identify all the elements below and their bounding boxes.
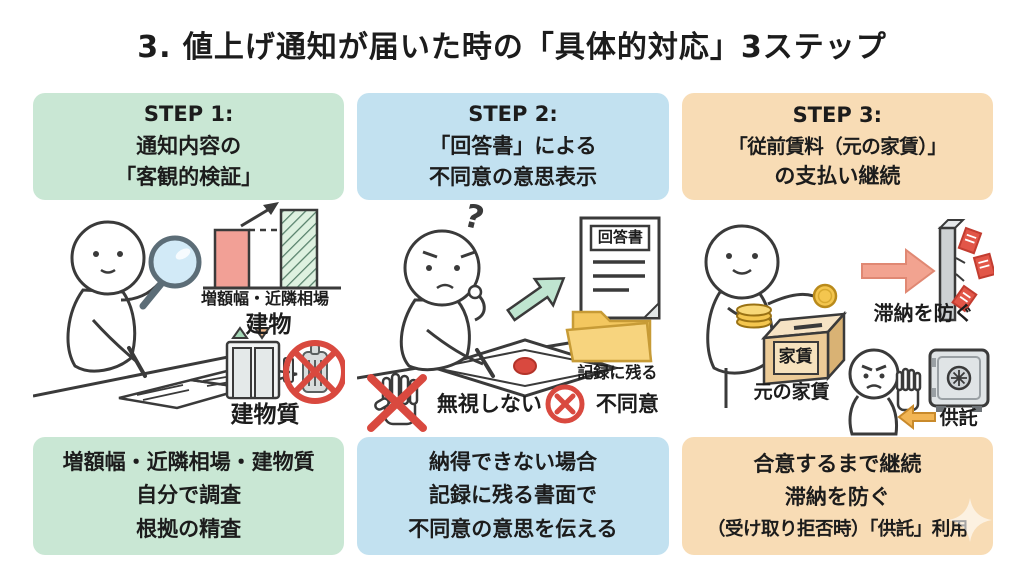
step-1-header: STEP 1: 通知内容の 「客観的検証」 bbox=[33, 93, 345, 200]
wax-seal-icon bbox=[513, 357, 538, 375]
record-label: 記録に残る bbox=[577, 363, 658, 382]
step-3-header: STEP 3: 「従前賃料（元の家賃）」 の支払い継続 bbox=[681, 93, 993, 200]
step-2-art bbox=[357, 216, 661, 432]
prohibition-icon bbox=[283, 340, 345, 404]
rent-box-icon bbox=[760, 310, 847, 386]
red-x-icon bbox=[367, 374, 428, 432]
rent-box-label: 家賃 bbox=[778, 347, 813, 367]
step-3-column: STEP 3: 「従前賃料（元の家賃）」 の支払い継続 bbox=[681, 93, 994, 555]
step-2-summary-line: 納得できない場合 bbox=[428, 449, 597, 474]
folder-icon bbox=[565, 310, 653, 363]
step-2-header-line: STEP 2: bbox=[468, 102, 558, 127]
prevent-arrears-label: 滞納を防ぐ bbox=[873, 301, 974, 325]
step-3-header-line: 「従前賃料（元の家賃）」 bbox=[728, 134, 947, 158]
deposit-arrow-icon bbox=[897, 403, 936, 431]
person-icon bbox=[66, 220, 165, 378]
step-2-header-line: 「回答書」による bbox=[429, 133, 597, 158]
step-2-header: STEP 2: 「回答書」による 不同意の意思表示 bbox=[357, 93, 669, 200]
step-2-illustration: ? 回答書 記録に残る 無視しない 不同意 bbox=[357, 196, 668, 437]
stop-hand-icon bbox=[895, 367, 921, 412]
rejected-papers-icon bbox=[950, 226, 994, 313]
safe-icon bbox=[928, 348, 990, 412]
step-1-summary-line: 増額幅・近隣相場・建物質 bbox=[62, 449, 315, 474]
pen-icon bbox=[127, 346, 147, 378]
step-2-summary-line: 記録に残る書面で bbox=[428, 483, 597, 508]
step-2-header-line: 不同意の意思表示 bbox=[428, 165, 597, 190]
pen-icon bbox=[475, 348, 496, 378]
step-1-summary-line: 自分で調査 bbox=[136, 483, 242, 508]
chart-label: 増額幅・近隣相場 bbox=[200, 289, 329, 308]
cross-circle-icon bbox=[545, 384, 585, 424]
coin-stack-icon bbox=[735, 303, 772, 329]
deposit-label: 供託 bbox=[939, 407, 978, 429]
step-1-header-line: 「客観的検証」 bbox=[115, 165, 263, 190]
magnifier-icon bbox=[139, 235, 202, 310]
green-arrow-icon bbox=[506, 277, 566, 322]
reply-document-label: 回答書 bbox=[597, 228, 643, 246]
step-1-column: STEP 1: 通知内容の 「客観的検証」 bbox=[33, 93, 345, 555]
step-3-header-line: の支払い継続 bbox=[774, 164, 901, 189]
original-rent-label: 元の家賃 bbox=[753, 381, 830, 403]
hand-stop-icon bbox=[367, 372, 428, 432]
step-3-illustration: 家賃 元の家賃 滞納を防ぐ 供託 bbox=[682, 200, 994, 437]
step-1-art bbox=[33, 202, 345, 410]
step-3-summary: 合意するまで継続 滞納を防ぐ （受け取り拒否時）「供託」利用 bbox=[681, 437, 993, 555]
bar-chart-icon bbox=[203, 202, 341, 290]
up-arrow-icon bbox=[240, 206, 272, 228]
step-3-header-line: STEP 3: bbox=[792, 103, 883, 128]
page-title: 3. 値上げ通知が届いた時の「具体的対応」3ステップ bbox=[137, 30, 887, 65]
step-1-header-line: STEP 1: bbox=[143, 102, 234, 127]
step-3-summary-line: 合意するまで継続 bbox=[753, 451, 922, 476]
building-label: 建物 bbox=[245, 312, 292, 338]
do-not-ignore-label: 無視しない bbox=[436, 392, 542, 416]
step-2-column: STEP 2: 「回答書」による 不同意の意思表示 bbox=[357, 93, 669, 555]
step-2-summary-line: 不同意の意思を伝える bbox=[408, 516, 618, 541]
step-3-summary-line: 滞納を防ぐ bbox=[784, 485, 890, 510]
wall-arrow-icon bbox=[860, 219, 994, 322]
step-3-summary-line: （受け取り拒否時）「供託」利用 bbox=[706, 518, 968, 540]
step-1-header-line: 通知内容の bbox=[136, 133, 242, 158]
step-2-summary: 納得できない場合 記録に残る書面で 不同意の意思を伝える bbox=[357, 437, 669, 555]
steps-container: STEP 1: 通知内容の 「客観的検証」 bbox=[33, 93, 994, 555]
coin-icon bbox=[812, 283, 837, 309]
elevator-icon bbox=[225, 326, 294, 400]
person-icon bbox=[400, 229, 496, 378]
reply-document-icon bbox=[579, 216, 661, 320]
building-quality-label: 建物質 bbox=[230, 402, 300, 428]
sparkle-watermark bbox=[948, 498, 992, 542]
step-3-art bbox=[704, 219, 994, 436]
disagree-label: 不同意 bbox=[595, 392, 659, 416]
step-1-summary: 増額幅・近隣相場・建物質 自分で調査 根拠の精査 bbox=[33, 437, 345, 555]
step-1-illustration: 増額幅・近隣相場 建物 建物質 bbox=[33, 200, 345, 437]
step-1-summary-line: 根拠の精査 bbox=[136, 516, 242, 541]
